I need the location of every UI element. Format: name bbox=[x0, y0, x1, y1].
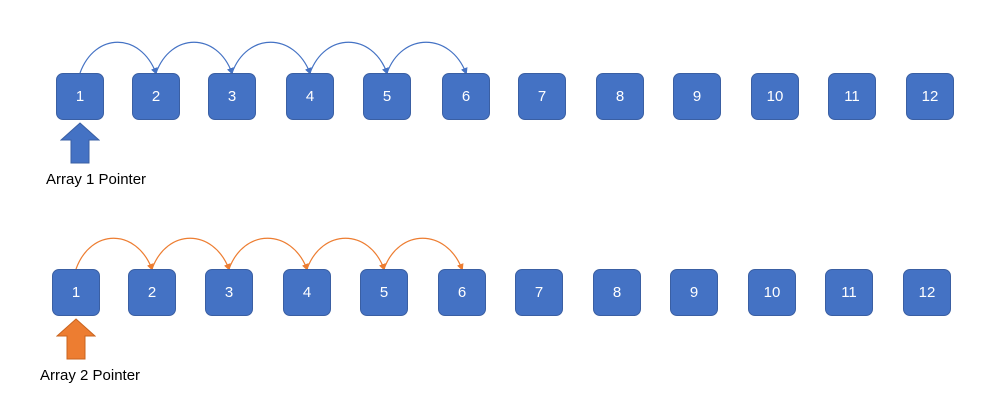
array-1-box-12: 12 bbox=[906, 73, 954, 120]
hop-arc-4-5 bbox=[306, 237, 386, 271]
array-2-box-11: 11 bbox=[825, 269, 873, 316]
array-2-box-9: 9 bbox=[670, 269, 718, 316]
array-1-box-9: 9 bbox=[673, 73, 721, 120]
array-1-box-4: 4 bbox=[286, 73, 334, 120]
array-1-box-11: 11 bbox=[828, 73, 876, 120]
hop-arc-5-6 bbox=[383, 237, 464, 271]
array-1-pointer-label: Array 1 Pointer bbox=[46, 171, 147, 188]
hop-arc-1-2 bbox=[79, 41, 158, 75]
hop-arc-1-2 bbox=[75, 237, 154, 271]
array-1-pointer-arrow-icon bbox=[60, 122, 100, 164]
array-2-box-12: 12 bbox=[903, 269, 951, 316]
array-2-box-10: 10 bbox=[748, 269, 796, 316]
hop-arc-2-3 bbox=[151, 237, 231, 271]
hop-arc-5-6 bbox=[386, 41, 468, 75]
array-2-pointer-label: Array 2 Pointer bbox=[40, 367, 141, 384]
array-1-hop-arcs bbox=[79, 41, 468, 75]
array-1-row: 1 2 3 4 5 6 7 8 9 10 11 12 Array 1 Point… bbox=[0, 0, 1000, 200]
array-2-box-6: 6 bbox=[438, 269, 486, 316]
array-2-box-5: 5 bbox=[360, 269, 408, 316]
array-2-box-3: 3 bbox=[205, 269, 253, 316]
hop-arc-3-4 bbox=[228, 237, 309, 271]
array-2-box-4: 4 bbox=[283, 269, 331, 316]
array-2-row: 1 2 3 4 5 6 7 8 9 10 11 12 Array 2 Point… bbox=[0, 196, 1000, 396]
array-1-box-2: 2 bbox=[132, 73, 180, 120]
array-1-box-3: 3 bbox=[208, 73, 256, 120]
array-2-box-7: 7 bbox=[515, 269, 563, 316]
array-1-box-6: 6 bbox=[442, 73, 490, 120]
array-2-box-8: 8 bbox=[593, 269, 641, 316]
hop-arc-4-5 bbox=[309, 41, 389, 75]
array-1-box-5: 5 bbox=[363, 73, 411, 120]
array-2-box-2: 2 bbox=[128, 269, 176, 316]
array-2-box-1: 1 bbox=[52, 269, 100, 316]
array-2-pointer-arrow-icon bbox=[56, 318, 96, 360]
array-1-box-1: 1 bbox=[56, 73, 104, 120]
hop-arc-3-4 bbox=[231, 41, 312, 75]
hop-arc-2-3 bbox=[155, 41, 234, 75]
array-1-box-10: 10 bbox=[751, 73, 799, 120]
array-1-box-7: 7 bbox=[518, 73, 566, 120]
array-2-hop-arcs bbox=[75, 237, 464, 271]
array-1-box-8: 8 bbox=[596, 73, 644, 120]
